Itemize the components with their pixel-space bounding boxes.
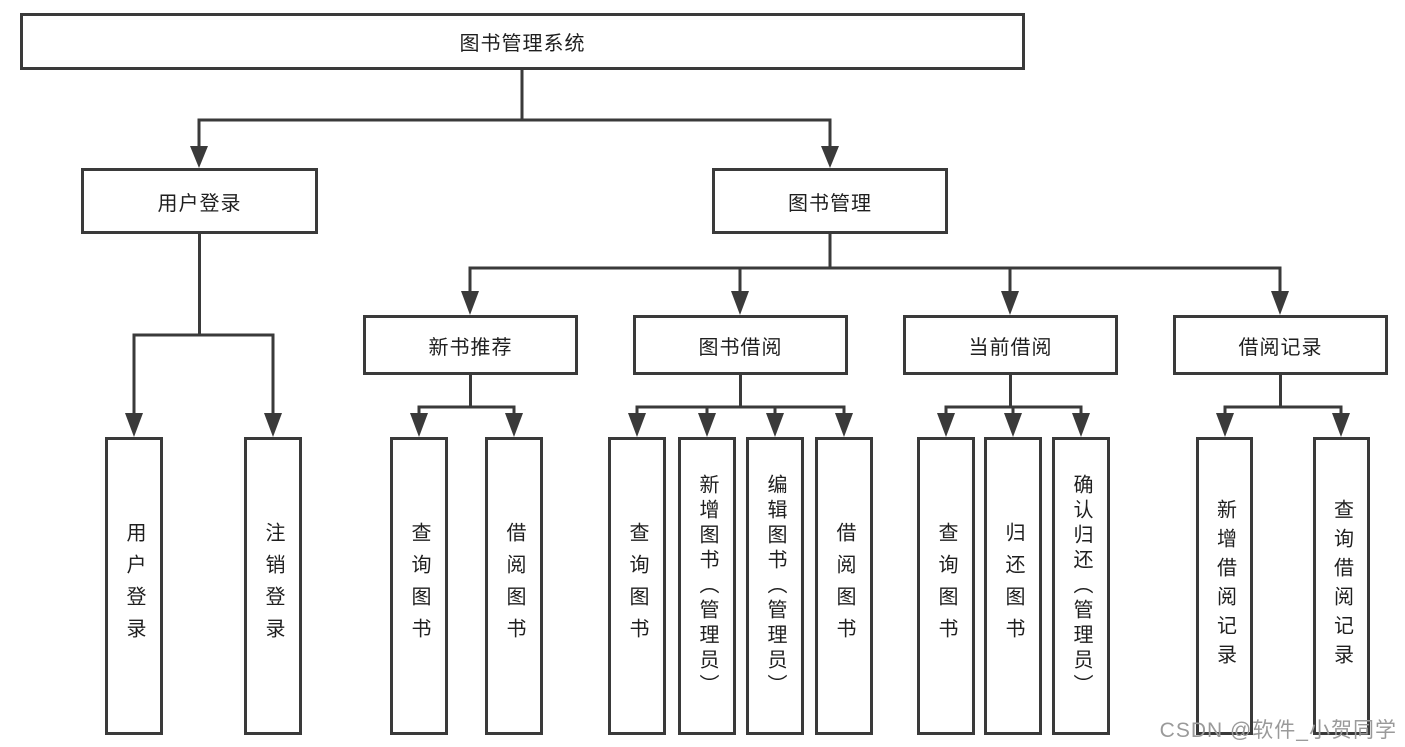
node-label: 查询图书 (626, 522, 648, 650)
node-label: 借阅图书 (503, 522, 525, 650)
node-label: 图书管理 (788, 192, 872, 215)
node-library-management-system: 图书管理系统 (20, 13, 1025, 70)
arrow-down-icon (821, 146, 839, 168)
node-edit-books-admin: 编辑图书（管理员） (746, 437, 804, 735)
arrow-down-icon (1271, 291, 1289, 315)
node-user-login: 用户登录 (81, 168, 318, 234)
node-borrow-books-recommend: 借阅图书 (485, 437, 543, 735)
node-query-books-borrow: 查询图书 (608, 437, 666, 735)
node-label: 归还图书 (1002, 522, 1024, 650)
arrow-down-icon (125, 413, 143, 437)
connector-userlogin-drops (132, 335, 275, 417)
node-label: 查询图书 (408, 522, 430, 650)
arrow-down-icon (264, 413, 282, 437)
node-label: 借阅图书 (833, 522, 855, 650)
node-label: 新增借阅记录 (1213, 499, 1236, 673)
node-label: 图书借阅 (698, 336, 783, 359)
arrow-down-icon (1072, 413, 1090, 437)
node-confirm-return-admin: 确认归还（管理员） (1052, 437, 1110, 735)
arrow-down-icon (835, 413, 853, 437)
arrow-down-icon (1216, 413, 1234, 437)
arrow-down-icon (766, 413, 784, 437)
arrow-down-icon (731, 291, 749, 315)
node-book-borrowing: 图书借阅 (633, 315, 848, 375)
arrow-down-icon (1004, 413, 1022, 437)
node-query-books-recommend: 查询图书 (390, 437, 448, 735)
arrow-down-icon (937, 413, 955, 437)
node-label: 编辑图书（管理员） (764, 473, 786, 699)
arrow-down-icon (505, 413, 523, 437)
node-user-login-action: 用户登录 (105, 437, 163, 735)
arrow-down-icon (1332, 413, 1350, 437)
node-return-books: 归还图书 (984, 437, 1042, 735)
arrow-down-icon (410, 413, 428, 437)
csdn-watermark: CSDN @软件_小贺同学 (1159, 719, 1397, 742)
node-query-borrow-record: 查询借阅记录 (1313, 437, 1370, 735)
node-label: 用户登录 (123, 522, 145, 650)
node-label: 用户登录 (157, 192, 242, 215)
node-current-borrowing: 当前借阅 (903, 315, 1118, 375)
arrow-down-icon (461, 291, 479, 315)
connector-borrow-drops (635, 407, 846, 417)
connector-root-drops (197, 120, 832, 150)
node-label: 确认归还（管理员） (1070, 473, 1092, 699)
node-label: 新增图书（管理员） (696, 473, 718, 699)
node-borrowing-records: 借阅记录 (1173, 315, 1388, 375)
node-borrow-books-action: 借阅图书 (815, 437, 873, 735)
node-label: 注销登录 (262, 522, 284, 650)
node-add-borrow-record: 新增借阅记录 (1196, 437, 1253, 735)
arrow-down-icon (698, 413, 716, 437)
arrow-down-icon (628, 413, 646, 437)
node-label: 查询借阅记录 (1330, 499, 1353, 673)
arrow-down-icon (190, 146, 208, 168)
node-new-book-recommendation: 新书推荐 (363, 315, 578, 375)
arrow-down-icon (1001, 291, 1019, 315)
connector-bookmgmt-drops (468, 268, 1282, 295)
node-label: 新书推荐 (428, 336, 513, 359)
node-label: 图书管理系统 (459, 33, 586, 55)
node-label: 查询图书 (935, 522, 957, 650)
node-label: 当前借阅 (968, 336, 1053, 359)
node-book-management: 图书管理 (712, 168, 948, 234)
node-label: 借阅记录 (1238, 336, 1323, 359)
node-logout-action: 注销登录 (244, 437, 302, 735)
node-add-books-admin: 新增图书（管理员） (678, 437, 736, 735)
node-query-books-current: 查询图书 (917, 437, 975, 735)
